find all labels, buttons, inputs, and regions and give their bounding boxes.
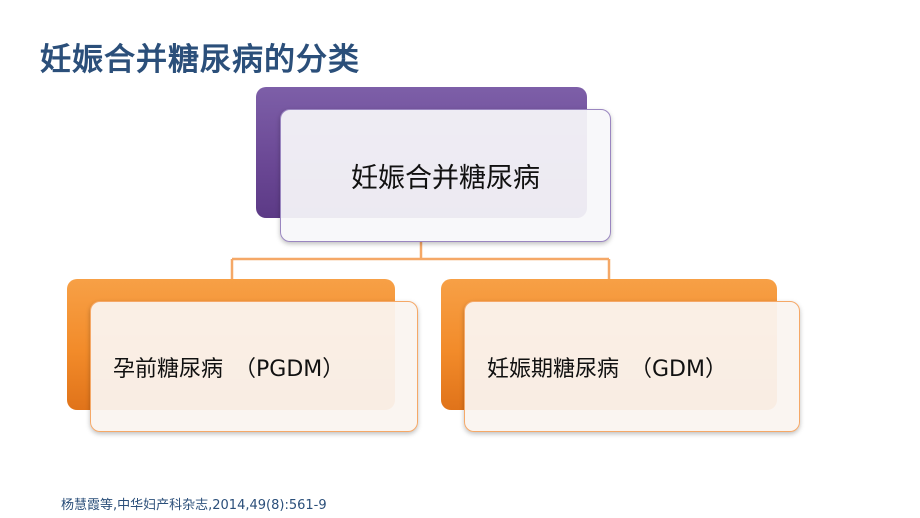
- child-node-pgdm-label: 孕前糖尿病 （PGDM）: [113, 356, 345, 382]
- citation-text: 杨慧霞等,中华妇产科杂志,2014,49(8):561-9: [61, 498, 327, 513]
- root-node: 妊娠合并糖尿病: [280, 109, 611, 242]
- child-node-gdm: 妊娠期糖尿病 （GDM）: [464, 301, 800, 432]
- child-node-gdm-label: 妊娠期糖尿病 （GDM）: [487, 356, 727, 382]
- child-node-pgdm: 孕前糖尿病 （PGDM）: [90, 301, 418, 432]
- root-node-label: 妊娠合并糖尿病: [351, 163, 540, 194]
- page-title: 妊娠合并糖尿病的分类: [40, 42, 360, 78]
